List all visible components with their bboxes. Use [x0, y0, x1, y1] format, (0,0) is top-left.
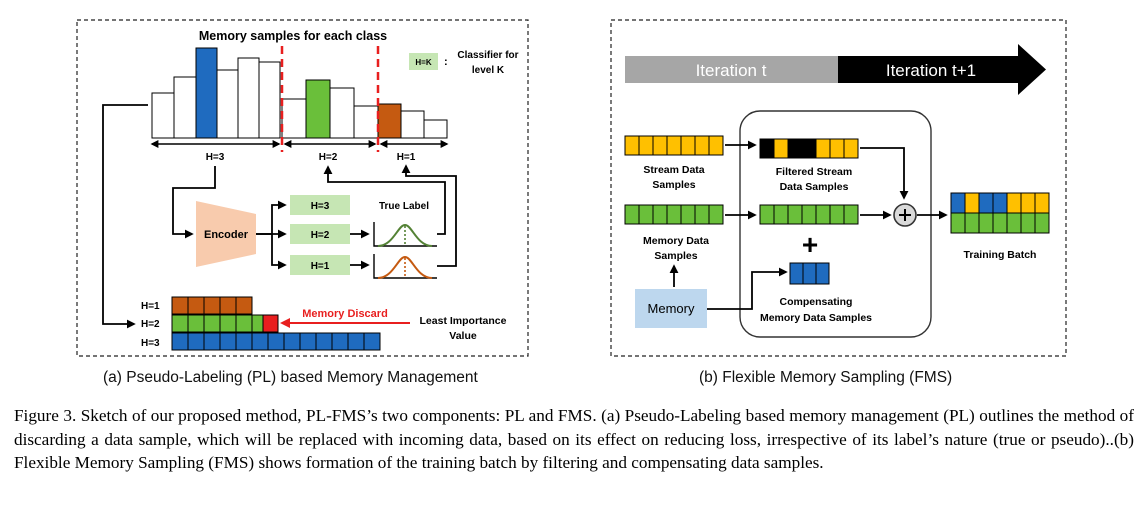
memory-data-label-2: Samples: [654, 250, 697, 262]
figure-caption: Figure 3. Sketch of our proposed method,…: [14, 406, 1134, 472]
memory-row-h1: [171, 296, 253, 315]
memory-row-h2: [171, 314, 279, 333]
arrow-memory-to-compensating: [707, 267, 788, 310]
plus-sign: +: [802, 229, 818, 260]
encoder-block: [196, 201, 256, 267]
filtered-label-1: Filtered Stream: [776, 166, 852, 178]
panel-b-caption: (b) Flexible Memory Sampling (FMS): [699, 369, 953, 386]
legend-text-1: Classifier for: [457, 50, 518, 61]
compensating-samples: [789, 262, 830, 285]
histogram-h3: [151, 47, 281, 139]
row-label-h1: H=1: [141, 301, 160, 312]
iteration-t1-arrow: [838, 44, 1046, 95]
arrow-to-encoder: [172, 166, 216, 239]
least-importance-2: Value: [449, 330, 477, 342]
classifier-h2-label: H=2: [311, 230, 330, 241]
arrow-to-classifier-h1: [271, 234, 287, 270]
training-batch-label: Training Batch: [964, 249, 1037, 261]
histogram-h2: [281, 79, 379, 139]
legend-text-2: level K: [472, 65, 505, 76]
classifier-h1: [290, 255, 350, 275]
feedback-arrow-h1: [401, 164, 457, 267]
encoder-label: Encoder: [204, 229, 249, 241]
memory-data-samples: [624, 204, 724, 225]
memory-samples-inside: [759, 204, 859, 225]
arrow-to-classifier-h3: [256, 200, 287, 235]
stream-label-2: Samples: [652, 179, 695, 191]
memory-data-label-1: Memory Data: [643, 235, 709, 247]
classifier-h3-label: H=3: [311, 201, 330, 212]
legend-colon: :: [444, 56, 448, 68]
figure-diagram: Memory samples for each class H=K : Clas…: [76, 19, 1067, 357]
filtered-stream-samples: [759, 138, 859, 159]
panel-b: Iteration t Iteration t+1 Stream Data Sa…: [610, 19, 1067, 357]
range-label-h1: H=1: [397, 152, 416, 163]
filtered-label-2: Data Samples: [780, 181, 849, 193]
feedback-arrow-h2: [323, 165, 446, 235]
memory-discard-label: Memory Discard: [302, 308, 388, 320]
panel-a-border: [76, 19, 529, 357]
distribution-plot-h1: [373, 254, 437, 279]
memory-box: [635, 289, 707, 328]
range-label-h2: H=2: [319, 152, 338, 163]
iteration-t-bar: [625, 56, 838, 83]
legend-classifier-box: [409, 53, 438, 70]
training-batch: [950, 192, 1050, 234]
classifier-h3: [290, 195, 350, 215]
fms-box: [739, 110, 932, 338]
memory-label: Memory: [648, 301, 695, 316]
row-label-h2: H=2: [141, 319, 160, 330]
least-importance-1: Least Importance: [420, 315, 507, 327]
panel-a-caption: (a) Pseudo-Labeling (PL) based Memory Ma…: [103, 369, 478, 386]
histogram-h1: [377, 103, 448, 139]
range-label-h3: H=3: [206, 152, 225, 163]
panel-a: Memory samples for each class H=K : Clas…: [76, 19, 529, 357]
distribution-plot-h2: [373, 222, 437, 247]
memory-samples-title: Memory samples for each class: [199, 29, 387, 43]
classifier-h2: [290, 224, 350, 244]
iteration-t-label: Iteration t: [696, 61, 767, 80]
stream-label-1: Stream Data: [643, 164, 704, 176]
classifier-h1-label: H=1: [311, 261, 330, 272]
compensating-label-2: Memory Data Samples: [760, 312, 872, 324]
arrow-to-memory-rows: [102, 104, 148, 329]
true-label-text: True Label: [379, 201, 429, 212]
legend-classifier-label: H=K: [415, 58, 431, 67]
row-label-h3: H=3: [141, 338, 160, 349]
stream-data-samples: [624, 135, 724, 156]
arrow-filtered-to-plus: [860, 147, 909, 200]
memory-row-h3: [171, 332, 381, 351]
panel-b-border: [610, 19, 1067, 357]
compensating-label-1: Compensating: [780, 296, 853, 308]
iteration-t1-label: Iteration t+1: [886, 61, 976, 80]
